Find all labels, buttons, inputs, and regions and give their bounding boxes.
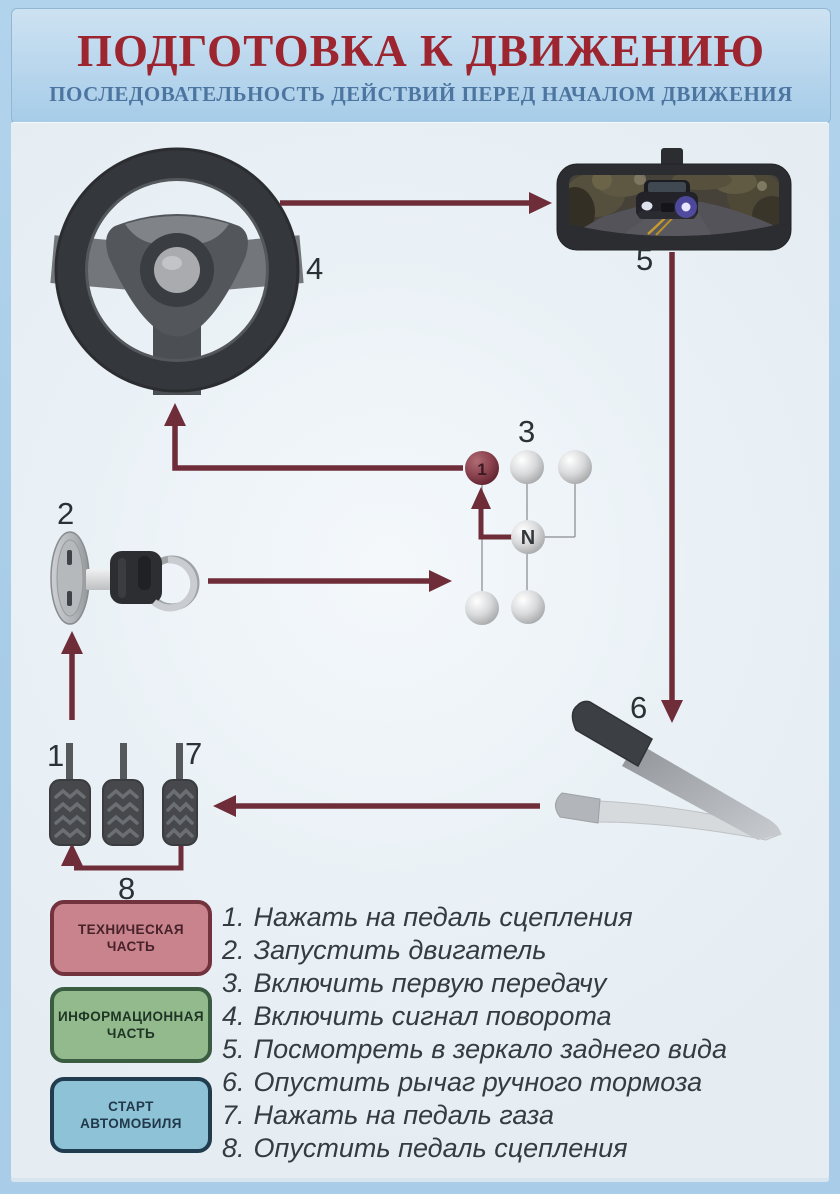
step-number: 7.: [222, 1100, 245, 1130]
step-number: 8.: [222, 1133, 245, 1163]
pedal-clutch: [49, 743, 91, 846]
step-number: 3.: [222, 968, 245, 998]
step-item: 8. Опустить педаль сцепления: [222, 1132, 822, 1165]
page-title: ПОДГОТОВКА К ДВИЖЕНИЮ: [76, 26, 766, 76]
legend-informational-label: ИНФОРМАЦИОННАЯ ЧАСТЬ: [58, 1009, 204, 1041]
legend-informational: ИНФОРМАЦИОННАЯ ЧАСТЬ: [50, 987, 212, 1063]
steps-list: 1. Нажать на педаль сцепления 2. Запустить…: [222, 901, 822, 1165]
step-label-steering-wheel: 4: [306, 251, 324, 286]
pedal-gas: [162, 743, 198, 846]
step-label-clutch-pedal: 1: [47, 738, 65, 773]
step-text: Опустить рычаг ручного тормоза: [253, 1067, 703, 1097]
step-item: 3. Включить первую передачу: [222, 967, 822, 1000]
legend-start: СТАРТ АВТОМОБИЛЯ: [50, 1077, 212, 1153]
step-number: 5.: [222, 1034, 245, 1064]
step-item: 5. Посмотреть в зеркало заднего вида: [222, 1033, 822, 1066]
neutral-label: N: [521, 527, 535, 549]
first-gear-label: 1: [477, 460, 486, 479]
step-label-rearview-mirror: 5: [636, 242, 654, 277]
steering-wheel-icon: [50, 147, 304, 395]
legend-technical-label: ТЕХНИЧЕСКАЯ ЧАСТЬ: [77, 922, 185, 954]
page-subtitle: ПОСЛЕДОВАТЕЛЬНОСТЬ ДЕЙСТВИЙ ПЕРЕД НАЧАЛО…: [49, 82, 793, 106]
step-text: Нажать на педаль газа: [253, 1100, 555, 1130]
step-item: 1. Нажать на педаль сцепления: [222, 901, 822, 934]
step-number: 2.: [222, 935, 245, 965]
pedals-icon: [49, 743, 198, 846]
step-text: Включить первую передачу: [253, 968, 607, 998]
step-label-handbrake: 6: [630, 690, 648, 725]
step-text: Запустить двигатель: [253, 935, 547, 965]
step-text: Опустить педаль сцепления: [253, 1133, 628, 1163]
flow-arrows: [61, 192, 683, 871]
header: ПОДГОТОВКА К ДВИЖЕНИЮ ПОСЛЕДОВАТЕЛЬНОСТЬ…: [11, 8, 831, 124]
handbrake-icon: [555, 700, 782, 841]
step-item: 6. Опустить рычаг ручного тормоза: [222, 1066, 822, 1099]
pedal-brake: [102, 743, 144, 846]
step-number: 4.: [222, 1001, 245, 1031]
step-number: 6.: [222, 1067, 245, 1097]
step-text: Посмотреть в зеркало заднего вида: [253, 1034, 727, 1064]
first-gear-knob: [465, 451, 499, 485]
step-label-ignition-key: 2: [57, 496, 75, 531]
step-number: 1.: [222, 902, 245, 932]
step-item: 7. Нажать на педаль газа: [222, 1099, 822, 1132]
mirror-scene: [569, 175, 779, 236]
step-text: Включить сигнал поворота: [253, 1001, 612, 1031]
step-label-gas-pedal: 7: [185, 736, 203, 771]
step-item: 2. Запустить двигатель: [222, 934, 822, 967]
neutral-knob: [511, 520, 545, 554]
step-item: 4. Включить сигнал поворота: [222, 1000, 822, 1033]
step-label-gearshift: 3: [518, 414, 536, 449]
step-label-pedal-release: 8: [118, 871, 136, 906]
gearshift-icon: N 1: [465, 450, 592, 625]
step-text: Нажать на педаль сцепления: [253, 902, 633, 932]
legend-start-label: СТАРТ АВТОМОБИЛЯ: [80, 1099, 182, 1131]
rearview-mirror-icon: [556, 148, 792, 251]
legend-technical: ТЕХНИЧЕСКАЯ ЧАСТЬ: [50, 900, 212, 976]
ignition-key-icon: [50, 531, 200, 625]
